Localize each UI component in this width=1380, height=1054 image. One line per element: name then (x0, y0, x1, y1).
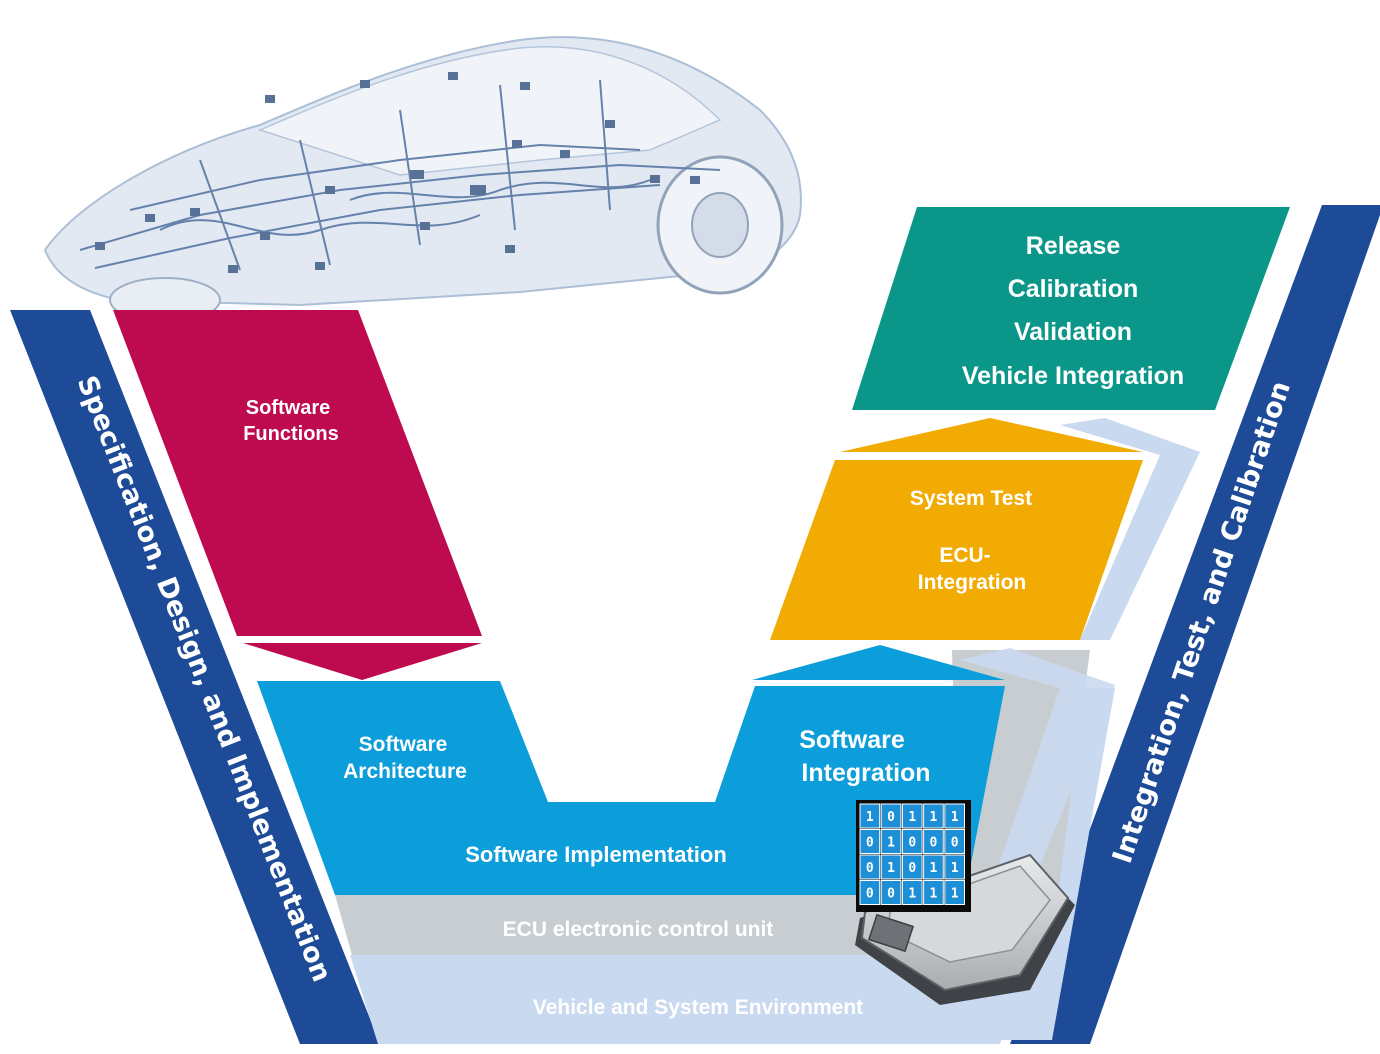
matrix-digit: 0 (866, 836, 874, 851)
matrix-cell (901, 829, 923, 854)
light-arrow-lower (960, 648, 1115, 890)
matrix-cell (944, 854, 965, 880)
release-line4: Vehicle Integration (962, 362, 1184, 390)
software-u-block (257, 681, 1005, 895)
release-line3: Validation (1014, 318, 1132, 346)
matrix-digit: 1 (887, 861, 895, 876)
matrix-digit: 1 (951, 887, 959, 902)
matrix-cell (944, 880, 965, 905)
matrix-digit: 1 (866, 810, 874, 825)
matrix-digit: 0 (887, 810, 895, 825)
matrix-digit: 0 (887, 887, 895, 902)
matrix-cell (923, 854, 944, 880)
matrix-digit: 1 (908, 887, 916, 902)
matrix-digit: 1 (930, 887, 938, 902)
matrix-digit: 1 (908, 810, 916, 825)
software-functions-line2: Functions (243, 423, 339, 445)
matrix-cell (880, 880, 902, 905)
integration-up-arrow (752, 645, 1005, 680)
matrix-cell (880, 803, 902, 829)
matrix-cell (901, 803, 923, 829)
matrix-digit: 1 (930, 810, 938, 825)
system-test-up-arrow (840, 418, 1143, 452)
matrix-cell (880, 829, 902, 854)
matrix-cell (901, 880, 923, 905)
matrix-digit: 0 (951, 836, 959, 851)
system-test-line2: ECU- (939, 544, 990, 567)
matrix-cell (859, 803, 881, 829)
ecu-layer (335, 895, 1000, 955)
matrix-digit: 0 (930, 836, 938, 851)
matrix-cell (923, 803, 944, 829)
matrix-cell (923, 880, 944, 905)
software-integration-line2: Integration (801, 759, 930, 787)
software-architecture-line2: Architecture (343, 760, 467, 783)
left-band (10, 310, 380, 1044)
right-band (1010, 205, 1380, 1044)
system-test-line3: Integration (918, 571, 1027, 594)
vehicle-layer-label: Vehicle and System Environment (533, 996, 863, 1019)
release-line2: Calibration (1008, 275, 1139, 303)
functions-down-arrow (243, 643, 482, 680)
software-functions-line1: Software (246, 397, 330, 419)
matrix-cell (859, 880, 881, 905)
matrix-cell (944, 829, 965, 854)
matrix-digit: 0 (908, 836, 916, 851)
system-test-line1: System Test (910, 487, 1032, 510)
software-implementation-label: Software Implementation (465, 842, 727, 867)
ecu-hardware-icon (855, 853, 1075, 1005)
matrix-cell (944, 803, 965, 829)
light-arrow-upper (1060, 418, 1200, 640)
matrix-cell (880, 854, 902, 880)
matrix-digit: 0 (866, 861, 874, 876)
matrix-cell (901, 854, 923, 880)
vehicle-layer (350, 955, 1030, 1044)
matrix-digit: 1 (930, 861, 938, 876)
matrix-cell (923, 829, 944, 854)
matrix-digit: 1 (951, 861, 959, 876)
car-wireframe-illustration (43, 36, 802, 323)
release-line1: Release (1026, 232, 1121, 260)
matrix-digit: 1 (951, 810, 959, 825)
system-test-block (770, 460, 1143, 640)
ecu-layer-label: ECU electronic control unit (503, 918, 774, 941)
matrix-digit: 0 (866, 887, 874, 902)
software-architecture-line1: Software (359, 733, 448, 756)
matrix-cell (859, 829, 881, 854)
release-block (852, 207, 1290, 410)
matrix-digit: 0 (908, 861, 916, 876)
matrix-cell (859, 854, 881, 880)
software-integration-line1: Software (799, 726, 905, 754)
software-functions-block (113, 310, 482, 636)
matrix-digit: 1 (887, 836, 895, 851)
